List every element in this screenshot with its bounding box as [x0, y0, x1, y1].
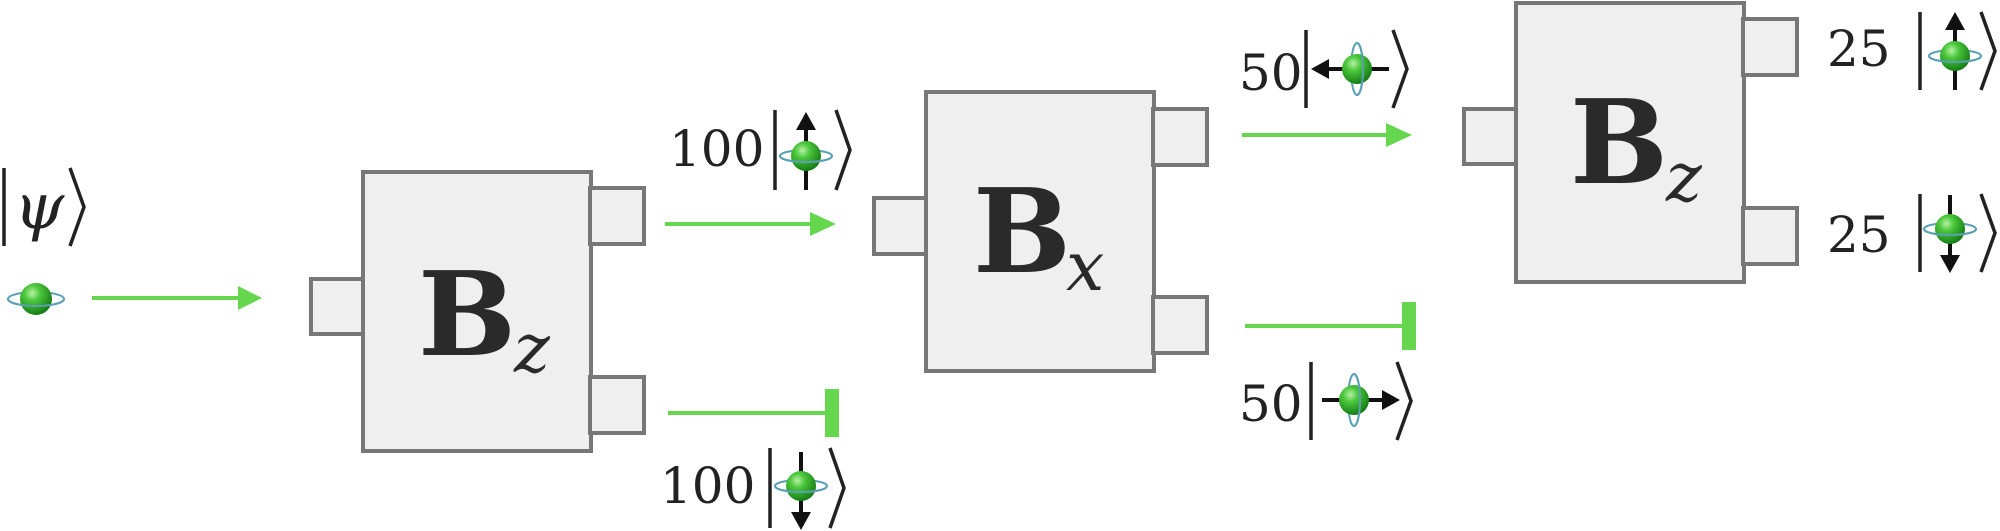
spin-left-icon — [1311, 42, 1389, 96]
spin-down-icon — [774, 452, 828, 530]
box-3-lower-port — [1741, 206, 1799, 266]
input-state-label: ψ — [14, 170, 65, 244]
box-2-upper-port — [1151, 107, 1209, 167]
input-ket: ψ — [2, 167, 86, 247]
spin-unpolarized-icon — [7, 283, 65, 315]
spin-up-icon — [1928, 12, 1982, 90]
input-beam — [92, 286, 262, 310]
box-1-down-beam-blocked — [668, 389, 839, 437]
output-count-2: 100 — [660, 457, 755, 515]
output-count-4: 50 — [1239, 375, 1303, 433]
analyzer-box-3: B z — [1462, 1, 1799, 284]
output-ket-1: 100 — [669, 109, 852, 191]
box-1-up-beam — [665, 212, 836, 236]
analyzer-box-2: B x — [872, 90, 1209, 373]
output-ket-4: 50 — [1239, 361, 1413, 441]
output-count-3: 50 — [1239, 44, 1303, 102]
box-2-subscript: x — [1066, 228, 1104, 307]
output-ket-6: 25 — [1827, 193, 1997, 273]
box-3-input-port — [1462, 107, 1519, 166]
box-1-input-port — [309, 277, 366, 336]
box-3-letter: B — [1570, 75, 1668, 211]
output-count-5: 25 — [1827, 20, 1891, 78]
box-2-left-beam — [1242, 123, 1412, 147]
box-1-letter: B — [418, 247, 516, 383]
box-1-lower-port — [588, 375, 646, 435]
box-3-upper-port — [1741, 17, 1799, 77]
output-ket-3: 50 — [1239, 29, 1409, 109]
spin-right-icon — [1322, 373, 1400, 427]
box-3-subscript: z — [1665, 139, 1703, 218]
box-1-subscript: z — [513, 310, 551, 389]
output-count-6: 25 — [1827, 206, 1891, 264]
spin-up-icon — [779, 112, 833, 190]
output-count-1: 100 — [669, 120, 764, 178]
box-1-upper-port — [588, 186, 646, 246]
box-2-right-beam-blocked — [1245, 302, 1416, 350]
box-2-input-port — [872, 196, 929, 256]
spin-down-icon — [1923, 195, 1977, 273]
output-ket-5: 25 — [1827, 11, 1997, 91]
output-ket-2: 100 — [660, 447, 846, 530]
box-2-lower-port — [1151, 295, 1209, 355]
analyzer-box-1: B z — [309, 170, 646, 453]
box-2-letter: B — [973, 164, 1071, 300]
